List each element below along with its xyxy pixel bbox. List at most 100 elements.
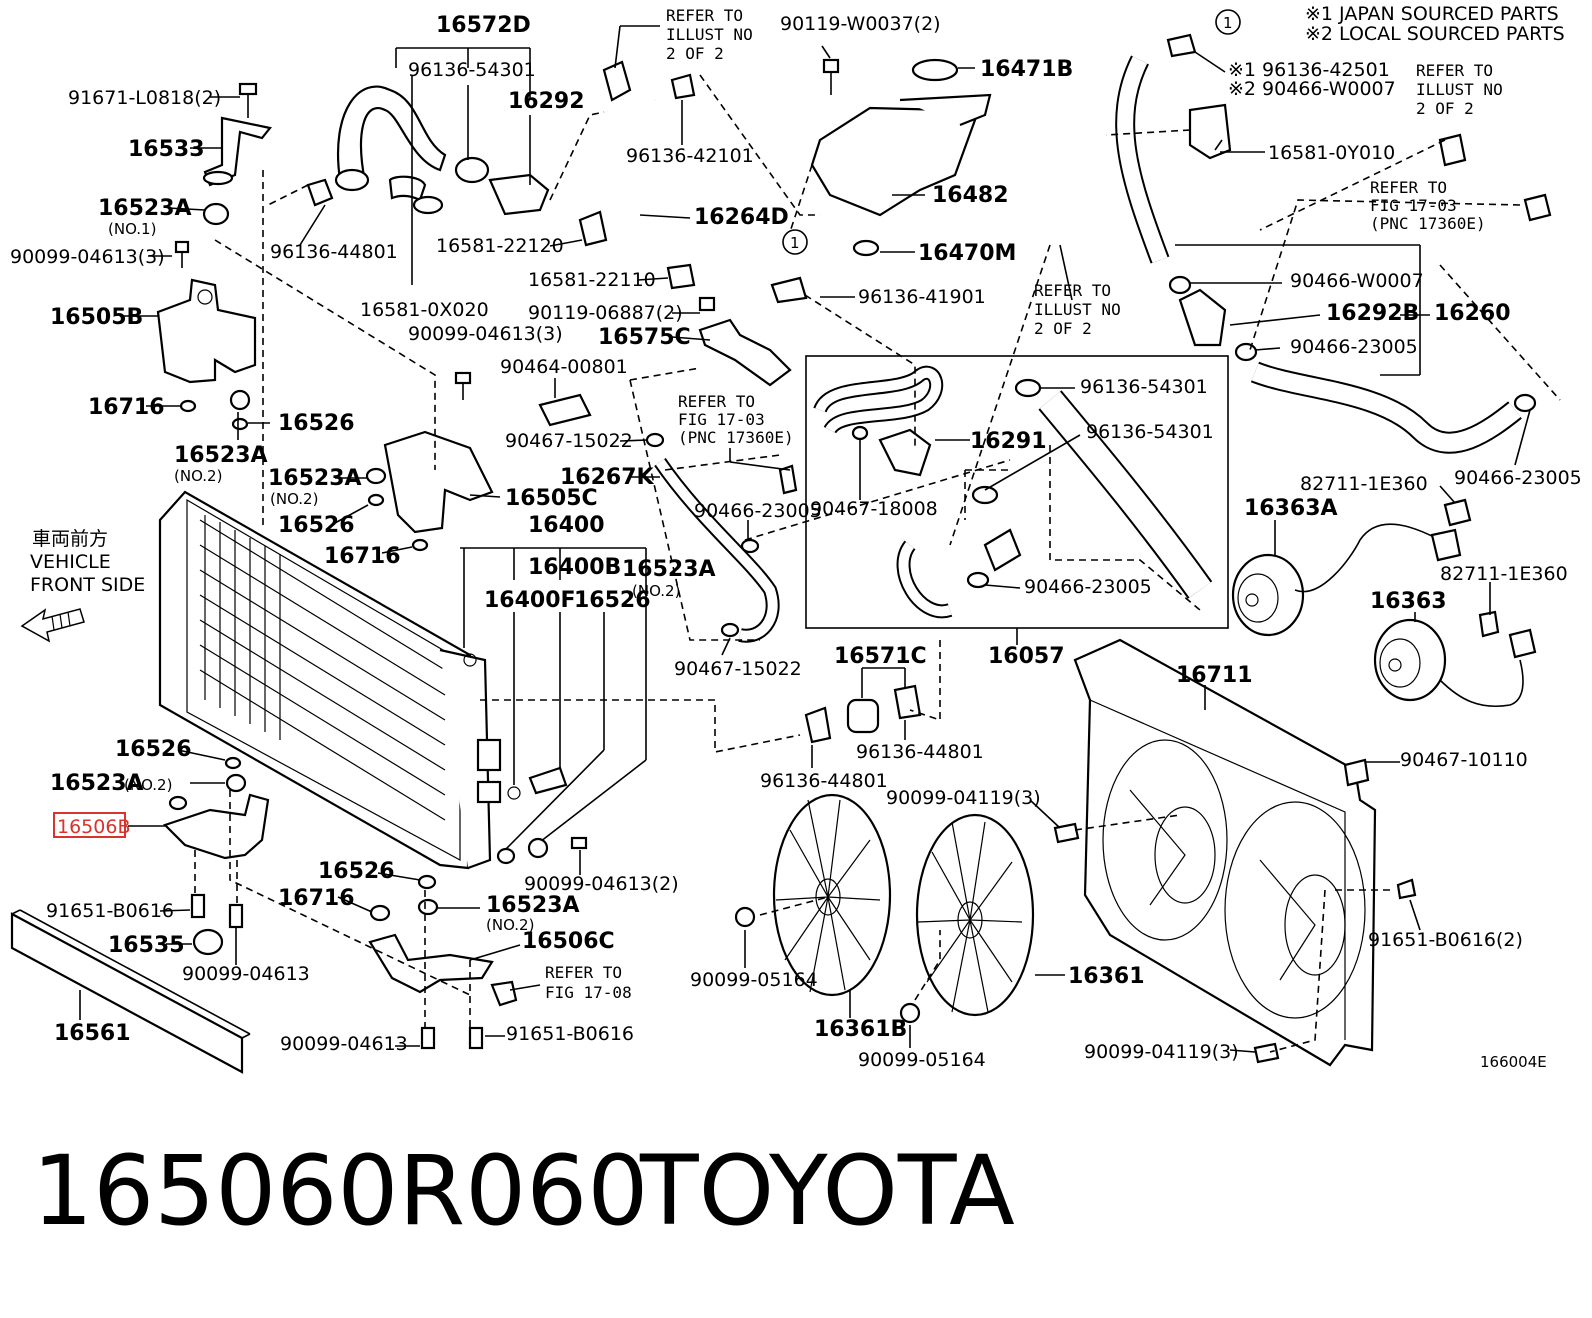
label-16533: 16533 <box>128 137 205 162</box>
label-16523a-no2d: 16523A <box>50 771 144 796</box>
label-no2b: (NO.2) <box>270 490 318 508</box>
label-refer-1703b-2: FIG 17-03 <box>1370 196 1457 215</box>
label-96136-41901: 96136-41901 <box>858 286 986 308</box>
label-refer-tr-2: ILLUST NO <box>1416 80 1503 99</box>
label-16363a: 16363A <box>1244 496 1338 521</box>
label-90099-05164b: 90099-05164 <box>858 1049 986 1071</box>
figure-code: 166004E <box>1480 1053 1547 1071</box>
part-shapes <box>156 82 588 1050</box>
radiator-part-drawing <box>158 490 502 870</box>
label-90467-10110: 90467-10110 <box>1400 749 1528 771</box>
label-refer-top-3: 2 OF 2 <box>666 44 724 63</box>
caption-part-number: 165060R060 <box>32 1135 648 1247</box>
part-labels: 16572D 96136-54301 16292 91671-L0818(2) … <box>10 6 1582 1071</box>
label-91651-b0616b: 91651-B0616 <box>506 1023 634 1045</box>
label-no2d: (NO.2) <box>124 776 172 794</box>
label-16361: 16361 <box>1068 964 1145 989</box>
label-91651-b0616a: 91651-B0616 <box>46 900 174 922</box>
label-16716-b: 16716 <box>324 544 401 569</box>
label-16267k: 16267K <box>560 465 655 490</box>
label-16571c: 16571C <box>834 644 927 669</box>
label-16523a-no2a: 16523A <box>174 443 268 468</box>
label-16716-c: 16716 <box>278 886 355 911</box>
label-90467-18008: 90467-18008 <box>810 498 938 520</box>
label-no2a: (NO.2) <box>174 467 222 485</box>
label-16526-a: 16526 <box>278 411 355 436</box>
label-refer-1703a-3: (PNC 17360E) <box>678 428 794 447</box>
label-16482: 16482 <box>932 183 1009 208</box>
label-16523a-no2e: 16523A <box>486 893 580 918</box>
label-refer-tr-1: REFER TO <box>1416 61 1493 80</box>
highlight-box-16506b <box>53 812 126 838</box>
label-refer-mid-3: 2 OF 2 <box>1034 319 1092 338</box>
label-16526-d: 16526 <box>115 737 192 762</box>
label-16363: 16363 <box>1370 589 1447 614</box>
label-16400f: 16400F <box>484 588 576 613</box>
label-refer-tr-3: 2 OF 2 <box>1416 99 1474 118</box>
label-16581-22120: 16581-22120 <box>436 235 564 257</box>
label-refer-top-1: REFER TO <box>666 6 743 25</box>
label-90099-04613b: 90099-04613 <box>280 1033 408 1055</box>
label-16526-e: 16526 <box>318 859 395 884</box>
label-japan-sourced: ※1 96136-42501 <box>1228 59 1390 81</box>
label-16471b: 16471B <box>980 57 1073 82</box>
label-16292b: 16292B <box>1326 301 1419 326</box>
fan-16361b-drawing <box>772 793 892 997</box>
label-16523a-no1: 16523A <box>98 196 192 221</box>
label-no2c: (NO.2) <box>632 582 680 600</box>
air-guide-drawing <box>10 912 244 1074</box>
label-90119-06887: 90119-06887(2) <box>528 302 683 324</box>
label-16526-c: 16526 <box>574 588 651 613</box>
label-16561: 16561 <box>54 1021 131 1046</box>
label-refer-1708-1: REFER TO <box>545 963 622 982</box>
label-96136-42101: 96136-42101 <box>626 145 754 167</box>
label-90466-23005a: 90466-23005 <box>694 500 822 522</box>
hose-kit-parts <box>813 365 1213 619</box>
circled-callout-top-right-num: 1 <box>1223 14 1233 32</box>
label-16292: 16292 <box>508 89 585 114</box>
label-16400: 16400 <box>528 513 605 538</box>
label-16581-22110: 16581-22110 <box>528 269 656 291</box>
label-16264d: 16264D <box>694 205 789 230</box>
label-16572d: 16572D <box>436 13 531 38</box>
label-96136-54301-c: 96136-54301 <box>1086 421 1214 443</box>
label-16526-b: 16526 <box>278 513 355 538</box>
label-16711: 16711 <box>1176 663 1253 688</box>
label-96136-54301-top: 96136-54301 <box>408 59 536 81</box>
label-16260: 16260 <box>1434 301 1511 326</box>
circled-callout-tank-num: 1 <box>790 234 800 252</box>
reservoir-tank-drawing <box>810 58 992 257</box>
front-arrow-icon <box>20 608 85 643</box>
label-90467-15022a: 90467-15022 <box>505 430 633 452</box>
label-96136-44801-c: 96136-44801 <box>760 770 888 792</box>
fan-motor-16363a-drawing <box>1231 498 1472 637</box>
label-16575c: 16575C <box>598 325 691 350</box>
label-90099-04119b: 90099-04119(3) <box>1084 1041 1239 1063</box>
label-16716-a: 16716 <box>88 395 165 420</box>
label-refer-1708-2: FIG 17-08 <box>545 983 632 1002</box>
label-96136-44801-b: 96136-44801 <box>856 741 984 763</box>
legend-line-2: ※2 LOCAL SOURCED PARTS <box>1305 23 1565 45</box>
direction-jp: 車両前方 <box>32 528 108 550</box>
label-refer-1703b-1: REFER TO <box>1370 178 1447 197</box>
label-16057: 16057 <box>988 644 1065 669</box>
label-refer-mid-1: REFER TO <box>1034 281 1111 300</box>
label-16535: 16535 <box>108 933 185 958</box>
label-16361b: 16361B <box>814 1017 907 1042</box>
fan-16361-drawing <box>915 813 1035 1017</box>
heater-hose-drawing <box>1115 33 1552 454</box>
label-refer-1703b-3: (PNC 17360E) <box>1370 214 1486 233</box>
circled-callout-top-right <box>1215 9 1241 35</box>
label-refer-mid-2: ILLUST NO <box>1034 300 1121 319</box>
label-90119-w0037: 90119-W0037(2) <box>780 13 941 35</box>
fan-shroud-drawing <box>1073 638 1377 1067</box>
label-91651-b0616-2: 91651-B0616(2) <box>1368 929 1523 951</box>
legend-line-1: ※1 JAPAN SOURCED PARTS <box>1305 3 1559 25</box>
label-91671-l0818: 91671-L0818(2) <box>68 87 221 109</box>
label-90099-04613a: 90099-04613 <box>182 963 310 985</box>
label-no2e: (NO.2) <box>486 916 534 934</box>
direction-en-1: VEHICLE <box>30 551 111 573</box>
dashed-reference-lines <box>194 74 1390 1053</box>
caption-brand: TOYOTA <box>639 1135 1015 1247</box>
label-90466-23005b: 90466-23005 <box>1024 576 1152 598</box>
